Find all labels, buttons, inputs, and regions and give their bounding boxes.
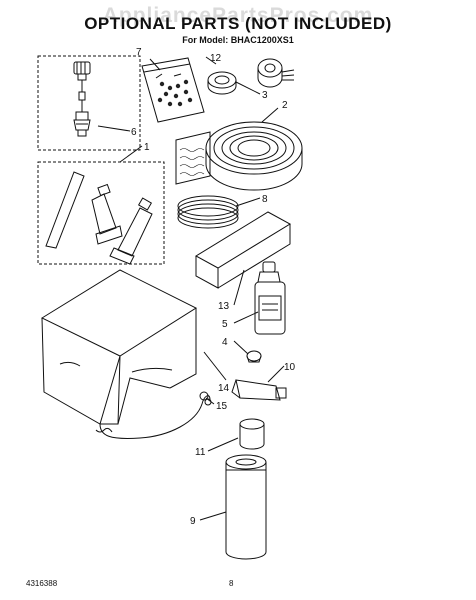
callout-10: 10 xyxy=(284,362,296,373)
coil-part-8 xyxy=(177,195,239,229)
callout-6: 6 xyxy=(131,127,137,138)
callout-4: 4 xyxy=(222,337,228,348)
callout-14: 14 xyxy=(218,383,230,394)
drawstring-part-15 xyxy=(95,391,212,439)
callout-9: 9 xyxy=(190,516,196,527)
callout-3: 3 xyxy=(262,90,268,101)
callout-8: 8 xyxy=(262,194,268,205)
callout-13: 13 xyxy=(218,301,230,312)
tube-part-10 xyxy=(231,379,287,401)
gasket-roll-part-3 xyxy=(207,71,237,95)
cover-bag xyxy=(40,269,198,425)
document-number: 4316388 xyxy=(26,579,58,588)
part-1-group-box xyxy=(37,161,165,265)
page-title: OPTIONAL PARTS (NOT INCLUDED) xyxy=(84,14,392,33)
valve-part-6 xyxy=(73,61,91,137)
callout-12: 12 xyxy=(210,53,222,64)
tape-roll-part-12 xyxy=(257,58,295,88)
watermark: AppliancePartsPros.com xyxy=(102,4,374,27)
foam-block-part-13 xyxy=(195,211,291,289)
callout-11: 11 xyxy=(195,447,206,458)
hardware-bag-part-7 xyxy=(141,57,205,123)
tubes-part-1 xyxy=(45,171,153,265)
callout-7: 7 xyxy=(136,47,142,58)
cylinder-part-9 xyxy=(225,454,267,560)
page-number: 8 xyxy=(229,579,234,588)
foam-roll-part-2 xyxy=(175,121,303,191)
callout-1: 1 xyxy=(144,142,150,153)
bottle-part-5 xyxy=(254,261,286,335)
callout-5: 5 xyxy=(222,319,228,330)
callout-2: 2 xyxy=(282,100,288,111)
cylinder-part-11 xyxy=(239,418,265,450)
cap-part-4 xyxy=(246,350,262,363)
model-subtitle: For Model: BHAC1200XS1 xyxy=(182,35,294,45)
part-6-group-box xyxy=(37,55,141,151)
callout-15: 15 xyxy=(216,401,228,412)
